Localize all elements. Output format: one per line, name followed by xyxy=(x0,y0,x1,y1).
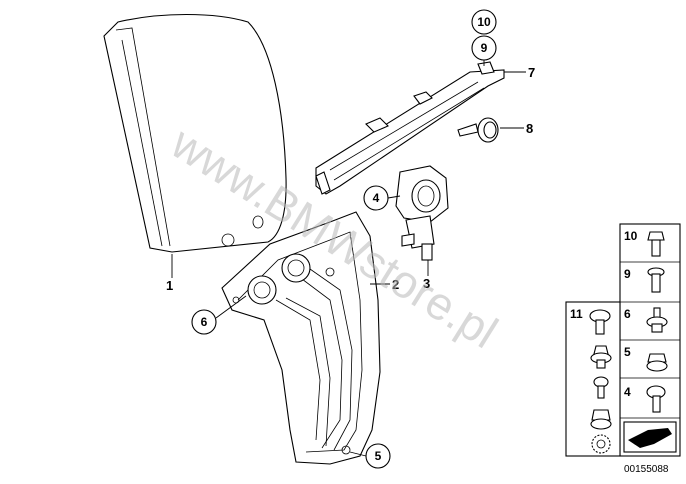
hex-nut-icon xyxy=(590,409,612,430)
callout-circle-9: 9 xyxy=(471,35,497,61)
window-motor[interactable] xyxy=(395,165,449,261)
callout-2: 2 xyxy=(392,277,399,292)
stud-6-icon xyxy=(646,307,668,333)
table-label-4: 4 xyxy=(624,385,631,399)
table-label-11: 11 xyxy=(570,307,583,321)
callout-7: 7 xyxy=(528,65,535,80)
leader-line-4 xyxy=(387,195,401,199)
parts-table xyxy=(565,223,681,457)
nut-5-icon xyxy=(646,353,668,372)
callout-3: 3 xyxy=(423,276,430,291)
guide-rail[interactable] xyxy=(315,61,505,195)
svg-text:9: 9 xyxy=(481,41,488,55)
leader-line-6 xyxy=(215,295,247,319)
window-glass[interactable] xyxy=(103,13,287,253)
diagram-code: 00155088 xyxy=(624,464,669,475)
grommet[interactable] xyxy=(457,117,499,143)
bolt-10-icon xyxy=(647,231,665,257)
screw-4-icon xyxy=(646,385,666,413)
window-regulator[interactable] xyxy=(221,211,381,465)
arrow-symbol-icon xyxy=(623,421,677,453)
svg-text:5: 5 xyxy=(375,449,382,463)
table-label-6: 6 xyxy=(624,307,631,321)
callout-circle-10: 10 xyxy=(471,9,497,35)
screw-9-icon xyxy=(647,267,665,293)
callout-circle-6: 6 xyxy=(191,309,217,335)
callout-1: 1 xyxy=(166,278,173,293)
table-label-9: 9 xyxy=(624,267,631,281)
callout-8: 8 xyxy=(526,121,533,136)
svg-text:10: 10 xyxy=(477,15,491,29)
nut-washer-icon xyxy=(590,345,612,369)
small-screw-icon xyxy=(593,376,609,399)
table-label-10: 10 xyxy=(624,229,638,243)
svg-text:6: 6 xyxy=(201,315,208,329)
table-label-5: 5 xyxy=(624,345,631,359)
svg-text:4: 4 xyxy=(373,191,380,205)
screw-11-icon xyxy=(589,309,611,335)
star-washer-icon xyxy=(591,434,611,454)
callout-circle-5: 5 xyxy=(365,443,391,469)
leader-line-5 xyxy=(349,451,367,457)
callout-circle-4: 4 xyxy=(363,185,389,211)
